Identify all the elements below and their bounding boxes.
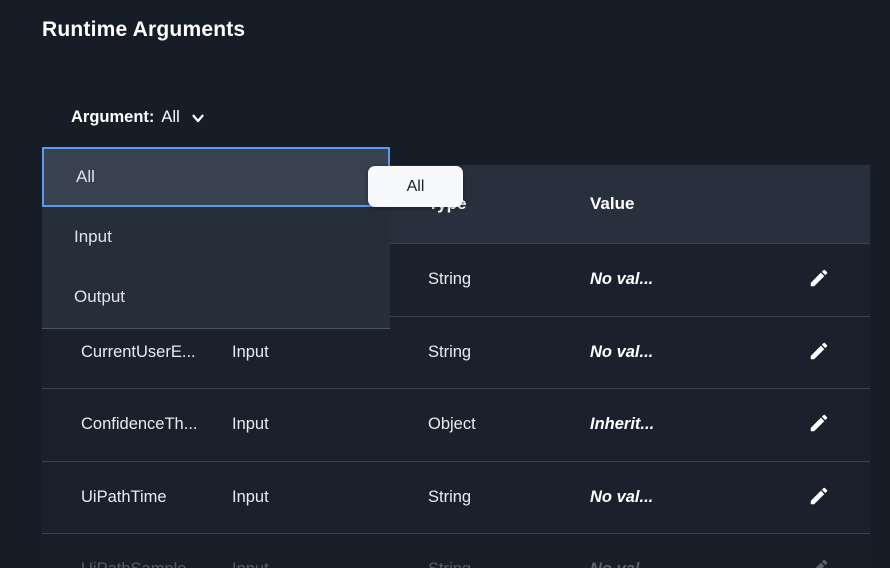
edit-button[interactable] bbox=[804, 482, 834, 512]
cell-value-text: No val... bbox=[590, 270, 654, 289]
edit-button[interactable] bbox=[804, 337, 834, 367]
pencil-icon bbox=[808, 340, 830, 365]
cell-actions bbox=[791, 265, 870, 295]
cell-value-text: No val... bbox=[590, 560, 653, 568]
cell-actions bbox=[791, 337, 870, 367]
table-row[interactable]: CurrentUserE... Input String No val... bbox=[42, 316, 870, 389]
argument-filter-value: All bbox=[161, 108, 180, 126]
cell-value-text: No val... bbox=[590, 342, 654, 361]
cell-actions bbox=[791, 410, 870, 440]
menu-option-all[interactable]: All bbox=[42, 147, 390, 207]
cell-direction: Input bbox=[232, 560, 428, 568]
argument-filter-dropdown-trigger[interactable]: Argument: All bbox=[71, 108, 207, 127]
cell-name: UiPathSample bbox=[42, 560, 232, 568]
table-row[interactable]: UiPathTime Input String No val... bbox=[42, 461, 870, 534]
cell-actions bbox=[791, 555, 870, 568]
cell-direction: Input bbox=[232, 487, 269, 506]
pencil-icon bbox=[808, 412, 830, 437]
cell-value: No val... bbox=[590, 270, 791, 289]
cell-value-text: Inherit... bbox=[590, 415, 655, 434]
table-row[interactable]: UiPathSample Input String No val... bbox=[42, 534, 870, 568]
argument-filter-menu[interactable]: All Input Output bbox=[42, 147, 390, 329]
cell-value: No val... bbox=[590, 560, 791, 568]
cell-type: String bbox=[428, 487, 472, 506]
argument-filter-label: Argument: bbox=[71, 108, 155, 126]
cell-value: No val... bbox=[590, 488, 791, 507]
cell-actions bbox=[791, 482, 870, 512]
cell-value-text: No val... bbox=[590, 487, 654, 506]
cell-type: String bbox=[428, 342, 472, 361]
chevron-down-icon bbox=[189, 109, 207, 127]
table-row[interactable]: ConfidenceTh... Input Object Inherit... bbox=[42, 389, 870, 462]
cell-name: ConfidenceTh... bbox=[81, 415, 198, 434]
pencil-icon bbox=[808, 485, 830, 510]
runtime-arguments-table: Type Value String No val... CurrentUserE… bbox=[42, 165, 870, 568]
column-header-value: Value bbox=[590, 194, 635, 213]
tooltip: All bbox=[368, 166, 463, 207]
cell-type: Object bbox=[428, 415, 476, 434]
cell-type: String bbox=[428, 560, 590, 568]
edit-button[interactable] bbox=[804, 265, 834, 295]
cell-name: UiPathTime bbox=[81, 487, 167, 506]
cell-type: String bbox=[428, 270, 472, 289]
pencil-icon bbox=[808, 557, 830, 568]
cell-value: No val... bbox=[590, 343, 791, 362]
page-title: Runtime Arguments bbox=[42, 18, 246, 41]
cell-direction: Input bbox=[232, 415, 269, 434]
menu-option-input[interactable]: Input bbox=[74, 227, 112, 246]
cell-value: Inherit... bbox=[590, 415, 791, 434]
edit-button[interactable] bbox=[804, 555, 834, 568]
cell-direction: Input bbox=[232, 342, 269, 361]
edit-button[interactable] bbox=[804, 410, 834, 440]
pencil-icon bbox=[808, 267, 830, 292]
menu-option-output[interactable]: Output bbox=[74, 287, 126, 306]
cell-name: CurrentUserE... bbox=[81, 342, 196, 361]
